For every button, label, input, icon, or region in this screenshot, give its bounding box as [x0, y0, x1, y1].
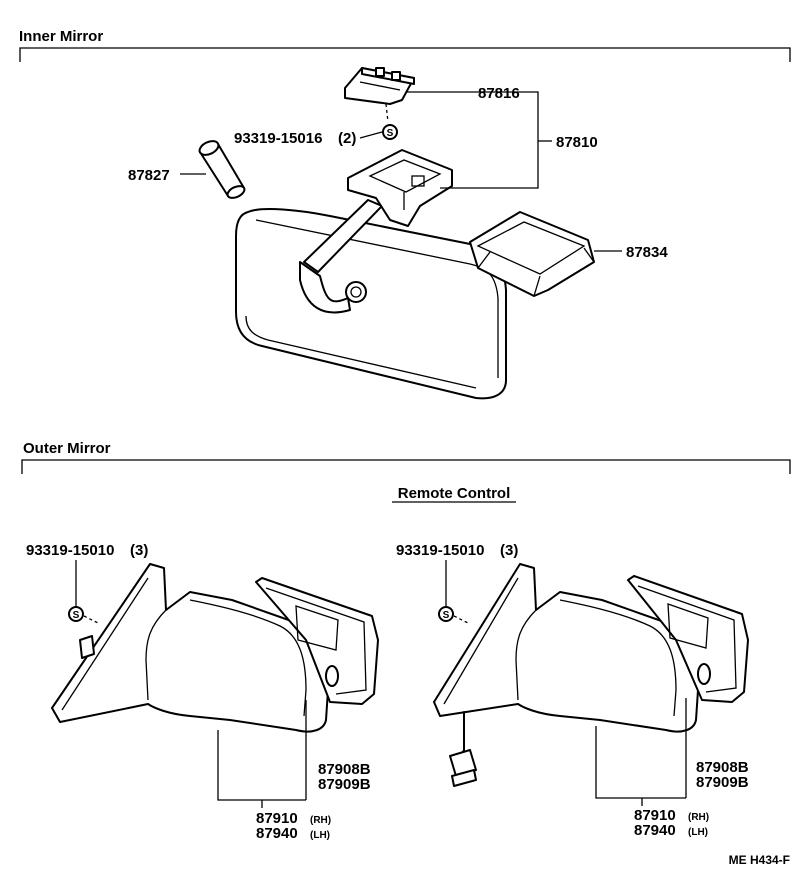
leader-screw-inner	[359, 131, 383, 139]
screw-symbol-inner-text: S	[387, 128, 394, 139]
screw-symbol-left	[68, 606, 84, 622]
label-87910-left: 87910	[256, 810, 298, 827]
label-lh-right: (LH)	[688, 827, 708, 838]
label-rh-right: (RH)	[688, 812, 709, 823]
label-screw-inner-qty: (2)	[338, 130, 356, 147]
screw-symbol-left-text: S	[73, 610, 80, 621]
label-87910-right: 87910	[634, 807, 676, 824]
label-lh-left: (LH)	[310, 830, 330, 841]
part-87827-cover	[198, 140, 246, 199]
label-87834: 87834	[626, 244, 668, 261]
label-87810: 87810	[556, 134, 598, 151]
leader-right-parts	[595, 698, 687, 806]
screw-symbol-right	[438, 606, 454, 622]
label-screw-left-qty: (3)	[130, 542, 148, 559]
outer-mirror-title: Outer Mirror	[23, 440, 111, 457]
screw-symbol-right-text: S	[443, 610, 450, 621]
label-screw-right-qty: (3)	[500, 542, 518, 559]
screw-symbol-inner	[382, 124, 398, 140]
part-87816-plate	[344, 67, 415, 105]
inner-mirror-bracket-line	[19, 47, 791, 62]
label-87940-left: 87940	[256, 825, 298, 842]
remote-control-title: Remote Control	[398, 485, 511, 502]
leader-left-parts	[217, 700, 307, 808]
diagram-code: ME H434-F	[729, 853, 790, 867]
label-87909B-right: 87909B	[696, 774, 749, 791]
leader-87816-87810	[406, 91, 539, 189]
label-87908B-left: 87908B	[318, 761, 371, 778]
label-87816: 87816	[478, 85, 520, 102]
label-87827: 87827	[128, 167, 170, 184]
part-87810-inner-mirror	[235, 149, 507, 400]
label-screw-left: 93319-15010	[26, 542, 114, 559]
screw-dash-right	[453, 615, 471, 625]
inner-mirror-title: Inner Mirror	[19, 28, 103, 45]
label-87909B-left: 87909B	[318, 776, 371, 793]
screw-dash-left	[83, 615, 101, 625]
right-outer-mirror	[433, 563, 749, 787]
part-87834-tray	[469, 211, 595, 297]
outer-mirror-bracket-line	[21, 459, 791, 474]
label-screw-inner: 93319-15016	[234, 130, 322, 147]
left-outer-mirror	[51, 563, 379, 733]
label-87908B-right: 87908B	[696, 759, 749, 776]
label-87940-right: 87940	[634, 822, 676, 839]
label-screw-right: 93319-15010	[396, 542, 484, 559]
label-rh-left: (RH)	[310, 815, 331, 826]
screw-dashed-line	[385, 103, 389, 123]
